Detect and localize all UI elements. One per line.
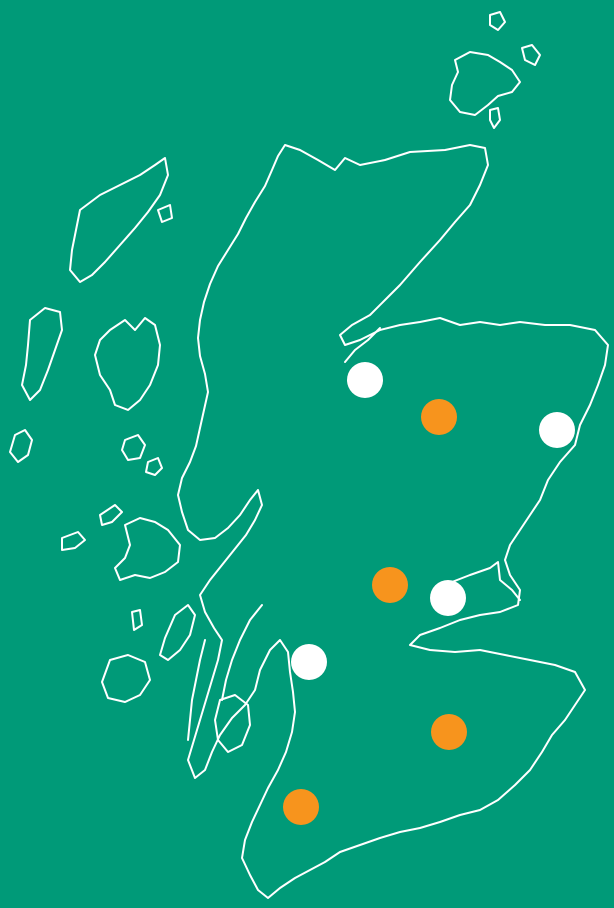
map-marker-borders[interactable]	[431, 714, 467, 750]
orkney-islands	[449, 51, 521, 116]
uist-island	[21, 307, 63, 401]
lewis-small	[157, 204, 173, 223]
map-marker-cairngorms[interactable]	[421, 399, 457, 435]
islay-island	[101, 654, 151, 703]
map-marker-perthshire[interactable]	[372, 567, 408, 603]
kintyre-line	[187, 639, 206, 741]
map-marker-glasgow[interactable]	[291, 644, 327, 680]
skye-island	[94, 317, 161, 411]
orkney-east	[521, 44, 541, 66]
map-marker-aberdeen[interactable]	[539, 412, 575, 448]
lewis-island	[69, 157, 169, 283]
map-marker-ayrshire[interactable]	[283, 789, 319, 825]
fife-coast	[451, 561, 521, 601]
tiree-island	[61, 531, 86, 551]
mainland-outline	[177, 144, 609, 899]
clyde-loch	[221, 604, 263, 701]
mull-island	[114, 517, 181, 581]
coll-island	[99, 504, 123, 526]
eigg-island	[145, 457, 163, 476]
map-marker-inverness[interactable]	[347, 362, 383, 398]
orkney-north	[489, 11, 506, 31]
orkney-small	[489, 107, 501, 129]
rum-island	[121, 434, 146, 461]
map-marker-dundee[interactable]	[430, 580, 466, 616]
arran-island	[214, 694, 251, 753]
colonsay-island	[131, 609, 143, 631]
firth-line	[344, 327, 381, 363]
barra-island	[9, 429, 33, 463]
markers-group	[283, 362, 575, 825]
jura-island	[159, 604, 196, 661]
